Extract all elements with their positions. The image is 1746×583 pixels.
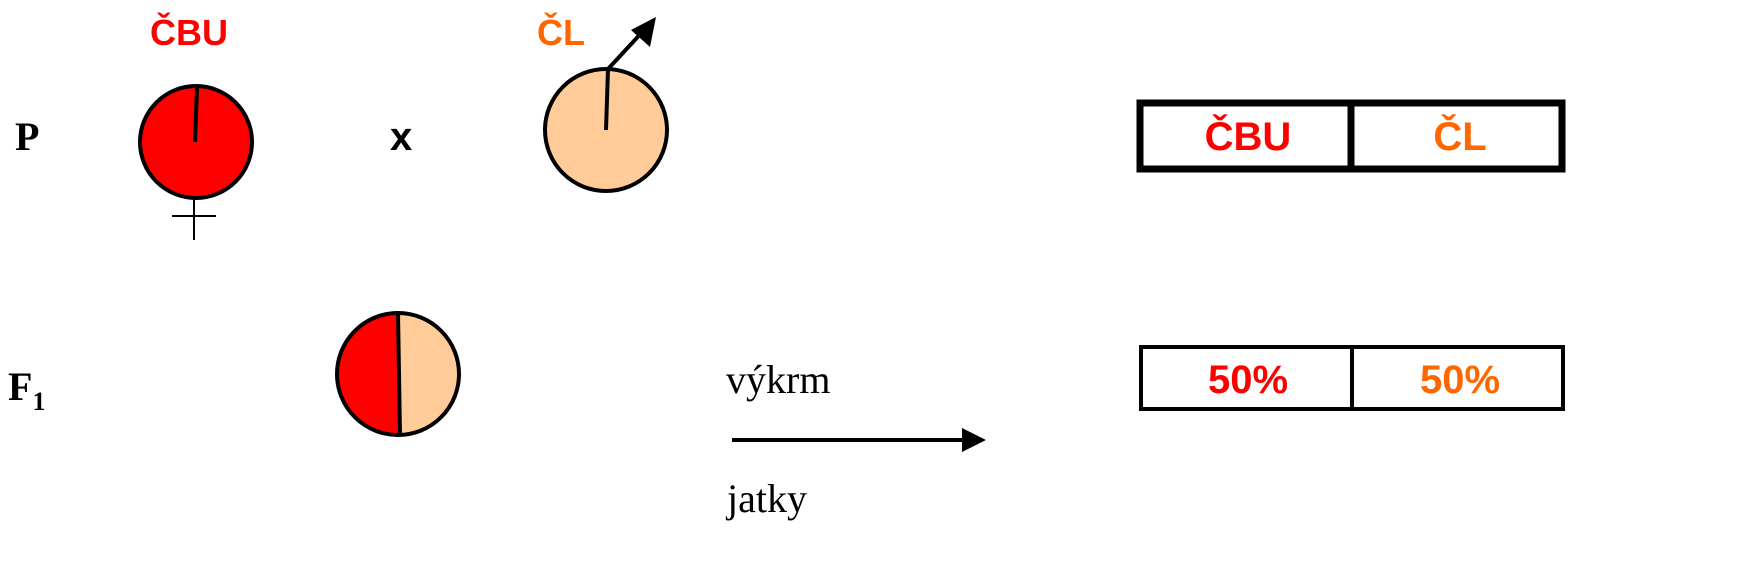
female-breed-label: ČBU xyxy=(150,11,228,53)
f1-divider xyxy=(396,312,402,436)
f1-generation-label: F1 xyxy=(8,364,45,416)
female-symbol-cross xyxy=(172,198,216,240)
f1-subscript: 1 xyxy=(32,387,45,416)
male-breed-label: ČL xyxy=(537,11,585,53)
f1-table-cell-cl-percent: 50% xyxy=(1420,358,1500,402)
f1-cbu-half xyxy=(338,313,399,435)
f1-offspring-circle xyxy=(335,311,461,437)
cross-symbol: x xyxy=(390,115,412,159)
parent-table-cell-cbu: ČBU xyxy=(1205,113,1292,159)
female-symbol xyxy=(138,84,254,240)
f1-letter: F xyxy=(8,364,32,409)
slaughterhouse-label: jatky xyxy=(725,476,807,521)
female-parent-divider xyxy=(193,87,199,143)
f1-table-cell-cbu-percent: 50% xyxy=(1208,358,1288,402)
parent-generation-label: P xyxy=(15,114,39,159)
parent-composition-table: ČBU ČL xyxy=(1136,99,1566,173)
process-arrowhead xyxy=(962,428,986,452)
f1-composition-table: 50% 50% xyxy=(1139,345,1565,411)
male-parent-divider xyxy=(604,68,610,131)
fattening-label: výkrm xyxy=(726,357,830,402)
f1-cl-half xyxy=(399,313,460,435)
male-symbol xyxy=(543,17,669,193)
parent-table-cell-cl: ČL xyxy=(1433,113,1486,159)
male-symbol-arrowhead xyxy=(631,17,656,47)
